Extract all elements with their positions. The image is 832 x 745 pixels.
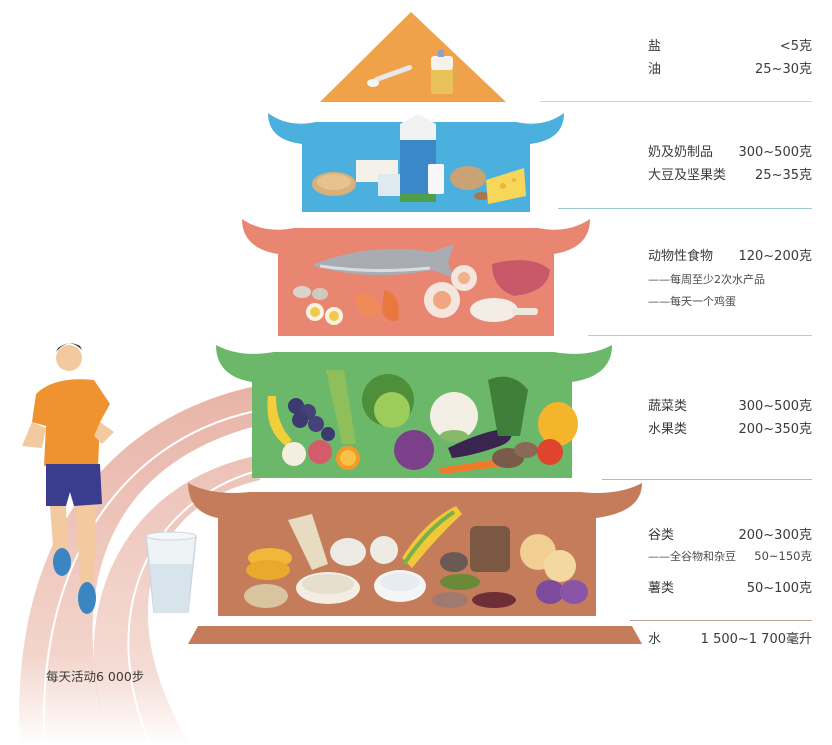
tier-dairy-soy [268,113,564,212]
grapes-icon [288,398,335,441]
noodles-icon [288,514,328,570]
tier-grains [188,483,642,616]
tier-label-fruits: 水果类 [648,422,688,437]
separator-dairy-soy [558,208,812,209]
tier-animal [242,219,590,336]
tier-label-dairy: 奶及奶制品 [648,145,714,160]
oil-jug-icon [431,50,458,94]
separator-veg-fruit [602,479,812,480]
tier-veg-fruit [216,345,612,478]
mushrooms-icon [492,442,538,468]
cabbage-icon [362,374,414,428]
quail-eggs-icon [293,286,328,300]
eggplant-icon [448,428,512,458]
tier-oil-salt [320,12,506,102]
tier-note-wholegrain-amount: 50~150克 [754,549,812,563]
water-glass-icon [145,531,197,613]
flour-bowl-icon [374,570,426,602]
tier-note-seafood: ——每周至少2次水产品 [648,273,765,286]
cauliflower-icon [430,392,478,442]
boiled-egg-icon [306,303,343,325]
scallop-icon [424,265,477,318]
nuts-icon [450,166,490,200]
tier-amount-grains: 200~300克 [738,528,812,543]
separator-oil-salt [540,101,812,102]
red-meat-icon [492,260,550,296]
cornbread-icon [246,548,292,580]
tier-amount-tubers: 50~100克 [746,581,812,596]
peach-icon [308,440,332,464]
soybeans-icon [312,172,356,196]
potato-icon [520,534,576,582]
corn-icon [402,506,462,568]
steamed-bun-icon [330,536,398,566]
tier-amount-soy-nuts: 25~35克 [755,168,812,183]
tier-amount-animal: 120~200克 [738,249,812,264]
separator-grains [630,620,812,621]
taro-icon [244,584,288,608]
tier-amount-dairy: 300~500克 [738,145,812,160]
tier-amount-water: 1 500~1 700毫升 [700,632,812,647]
shrimp-icon [354,290,399,321]
purple-cabbage-icon [394,430,434,470]
tier-label-oil: 油 [648,62,662,77]
tofu-icon [356,160,406,196]
tier-label-soy-nuts: 大豆及坚果类 [648,168,727,183]
tier-amount-salt: <5克 [779,39,812,54]
tier-amount-oil: 25~30克 [755,62,812,77]
beans-icon [432,552,516,608]
tier-label-tubers: 薯类 [648,581,675,596]
chicken-leg-icon [470,298,538,322]
sweet-potato-icon [536,580,588,604]
tier-note-wholegrain: ——全谷物和杂豆 [648,550,736,563]
tier-label-salt: 盐 [648,39,662,54]
tier-label-grains: 谷类 [648,528,675,543]
tier-amount-vegetables: 300~500克 [738,399,812,414]
celery-icon [326,370,356,444]
tier-amount-fruits: 200~350克 [738,422,812,437]
activity-label: 每天活动6 000步 [46,669,145,684]
tomato-icon [537,439,563,465]
tier-water [188,626,642,644]
jogging-man-figure [22,343,114,614]
salt-spoon-icon [367,64,413,87]
banana-icon [267,396,292,446]
tier-label-vegetables: 蔬菜类 [648,399,688,414]
spinach-icon [488,376,528,436]
orange-icon [336,446,360,470]
tier-label-animal: 动物性食物 [648,249,714,264]
apple-icon [282,442,306,466]
brown-bread-icon [470,526,510,572]
fish-icon [314,244,454,278]
tier-note-egg: ——每天一个鸡蛋 [648,295,736,308]
bell-pepper-icon [538,402,578,446]
carrot-icon [438,458,506,474]
tier-label-water: 水 [648,632,662,647]
cheese-icon [486,168,526,204]
milk-glass-icon [428,164,444,194]
separator-animal [588,335,812,336]
rice-bowl-icon [296,572,360,604]
